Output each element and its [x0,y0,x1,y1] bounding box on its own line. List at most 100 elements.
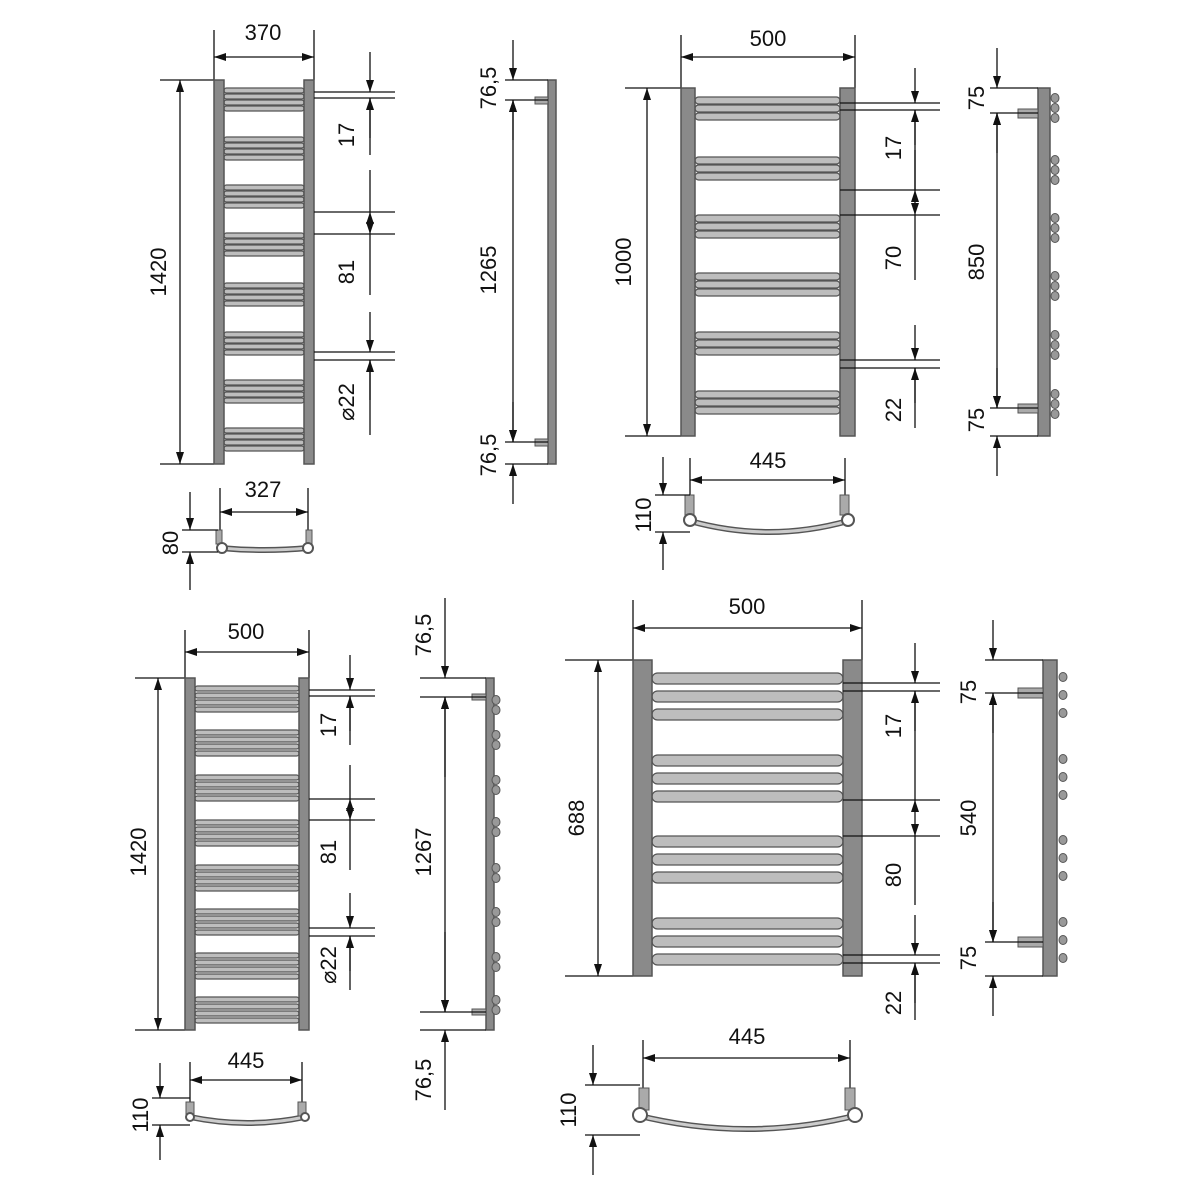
bar-end-cap [491,827,501,837]
arrowhead [838,1054,850,1062]
arrowhead [594,660,602,672]
plan-axis-label: 445 [228,1048,265,1073]
bar-end-cap [1050,350,1060,360]
towel-bar [194,706,300,713]
towel-bar [194,878,300,885]
arrowhead [441,697,449,709]
bar-end-cap [1050,213,1060,223]
arrowhead [993,436,1001,448]
wall-bracket [215,529,223,545]
arrowhead [681,53,693,61]
bar-end-cap [491,917,501,927]
tube-diameter-label: ⌀22 [334,383,359,421]
arrowhead [366,222,374,234]
towel-bar [194,750,300,757]
plan-depth-label: 110 [128,1097,153,1132]
arrowhead [911,671,919,683]
radiator-post [839,87,856,437]
side-bottom-label: 75 [964,408,989,432]
towel-bar [223,142,305,149]
arrowhead [509,464,517,476]
arrowhead [220,508,232,516]
side-top-label: 76,5 [476,67,501,110]
bar-end-cap [491,695,501,705]
arrowhead [911,190,919,202]
arrowhead [633,624,645,632]
towel-bar [194,736,300,743]
wall-bracket [638,1087,650,1111]
bar-end-cap [1058,953,1068,963]
radiator-post [184,677,196,1031]
arrowhead [989,693,997,705]
towel-bar [694,288,841,297]
bar-end-cap [491,730,501,740]
arrowhead [296,508,308,516]
bar-end-cap [1050,281,1060,291]
towel-bar [651,953,844,966]
arrowhead [911,203,919,215]
towel-bar [651,835,844,848]
pipe-connection [300,1112,310,1122]
arrowhead [911,348,919,360]
bar-end-cap [491,705,501,715]
pipe-connection [302,542,314,554]
bar-end-cap [1050,113,1060,123]
bar-end-cap [1050,271,1060,281]
towel-bar [694,104,841,113]
arrowhead [690,476,702,484]
towel-bar [194,781,300,788]
towel-bar [194,685,300,692]
arrowhead [156,1125,164,1137]
side-bottom-label: 75 [956,946,981,970]
towel-bar [223,343,305,350]
towel-bar [194,922,300,929]
towel-bar [194,699,300,706]
gap-large-label: 81 [334,260,359,284]
plan-view-bar-highlight [635,1113,859,1131]
towel-bar [694,272,841,281]
arrowhead [850,624,862,632]
bar-end-cap [1050,340,1060,350]
arrowhead [441,666,449,678]
arrowhead [214,53,226,61]
towel-bar [223,136,305,143]
towel-bar [223,154,305,161]
arrowhead [643,424,651,436]
bar-end-cap [491,873,501,883]
arrowhead [290,1076,302,1084]
arrowhead [589,1135,597,1147]
towel-bar [223,445,305,452]
towel-bar [194,788,300,795]
gap-large-label: 70 [881,246,906,270]
arrowhead [186,518,194,530]
side-between-label: 1265 [476,246,501,295]
arrowhead [989,976,997,988]
towel-bar [194,743,300,750]
arrowhead [594,964,602,976]
towel-bar [194,915,300,922]
plan-view-bar-highlight [689,519,849,534]
arrowhead [346,678,354,690]
towel-bar [194,885,300,892]
radiator-post [1037,87,1051,437]
towel-bar [694,172,841,181]
arrowhead [509,430,517,442]
bar-end-cap [1050,389,1060,399]
towel-bar [194,826,300,833]
arrowhead [185,648,197,656]
bar-end-cap [491,785,501,795]
towel-bar [194,996,300,1003]
radiator-post [842,659,863,977]
plan-depth-label: 110 [556,1092,581,1127]
height-label: 1420 [146,248,171,297]
side-between-label: 850 [964,244,989,281]
towel-bar [223,232,305,239]
bar-end-cap [1058,754,1068,764]
towel-bar [194,833,300,840]
towel-bar [194,729,300,736]
towel-bar [223,148,305,155]
wall-bracket [305,529,313,545]
width-label: 500 [228,619,265,644]
towel-bar [223,244,305,251]
arrowhead [659,532,667,544]
